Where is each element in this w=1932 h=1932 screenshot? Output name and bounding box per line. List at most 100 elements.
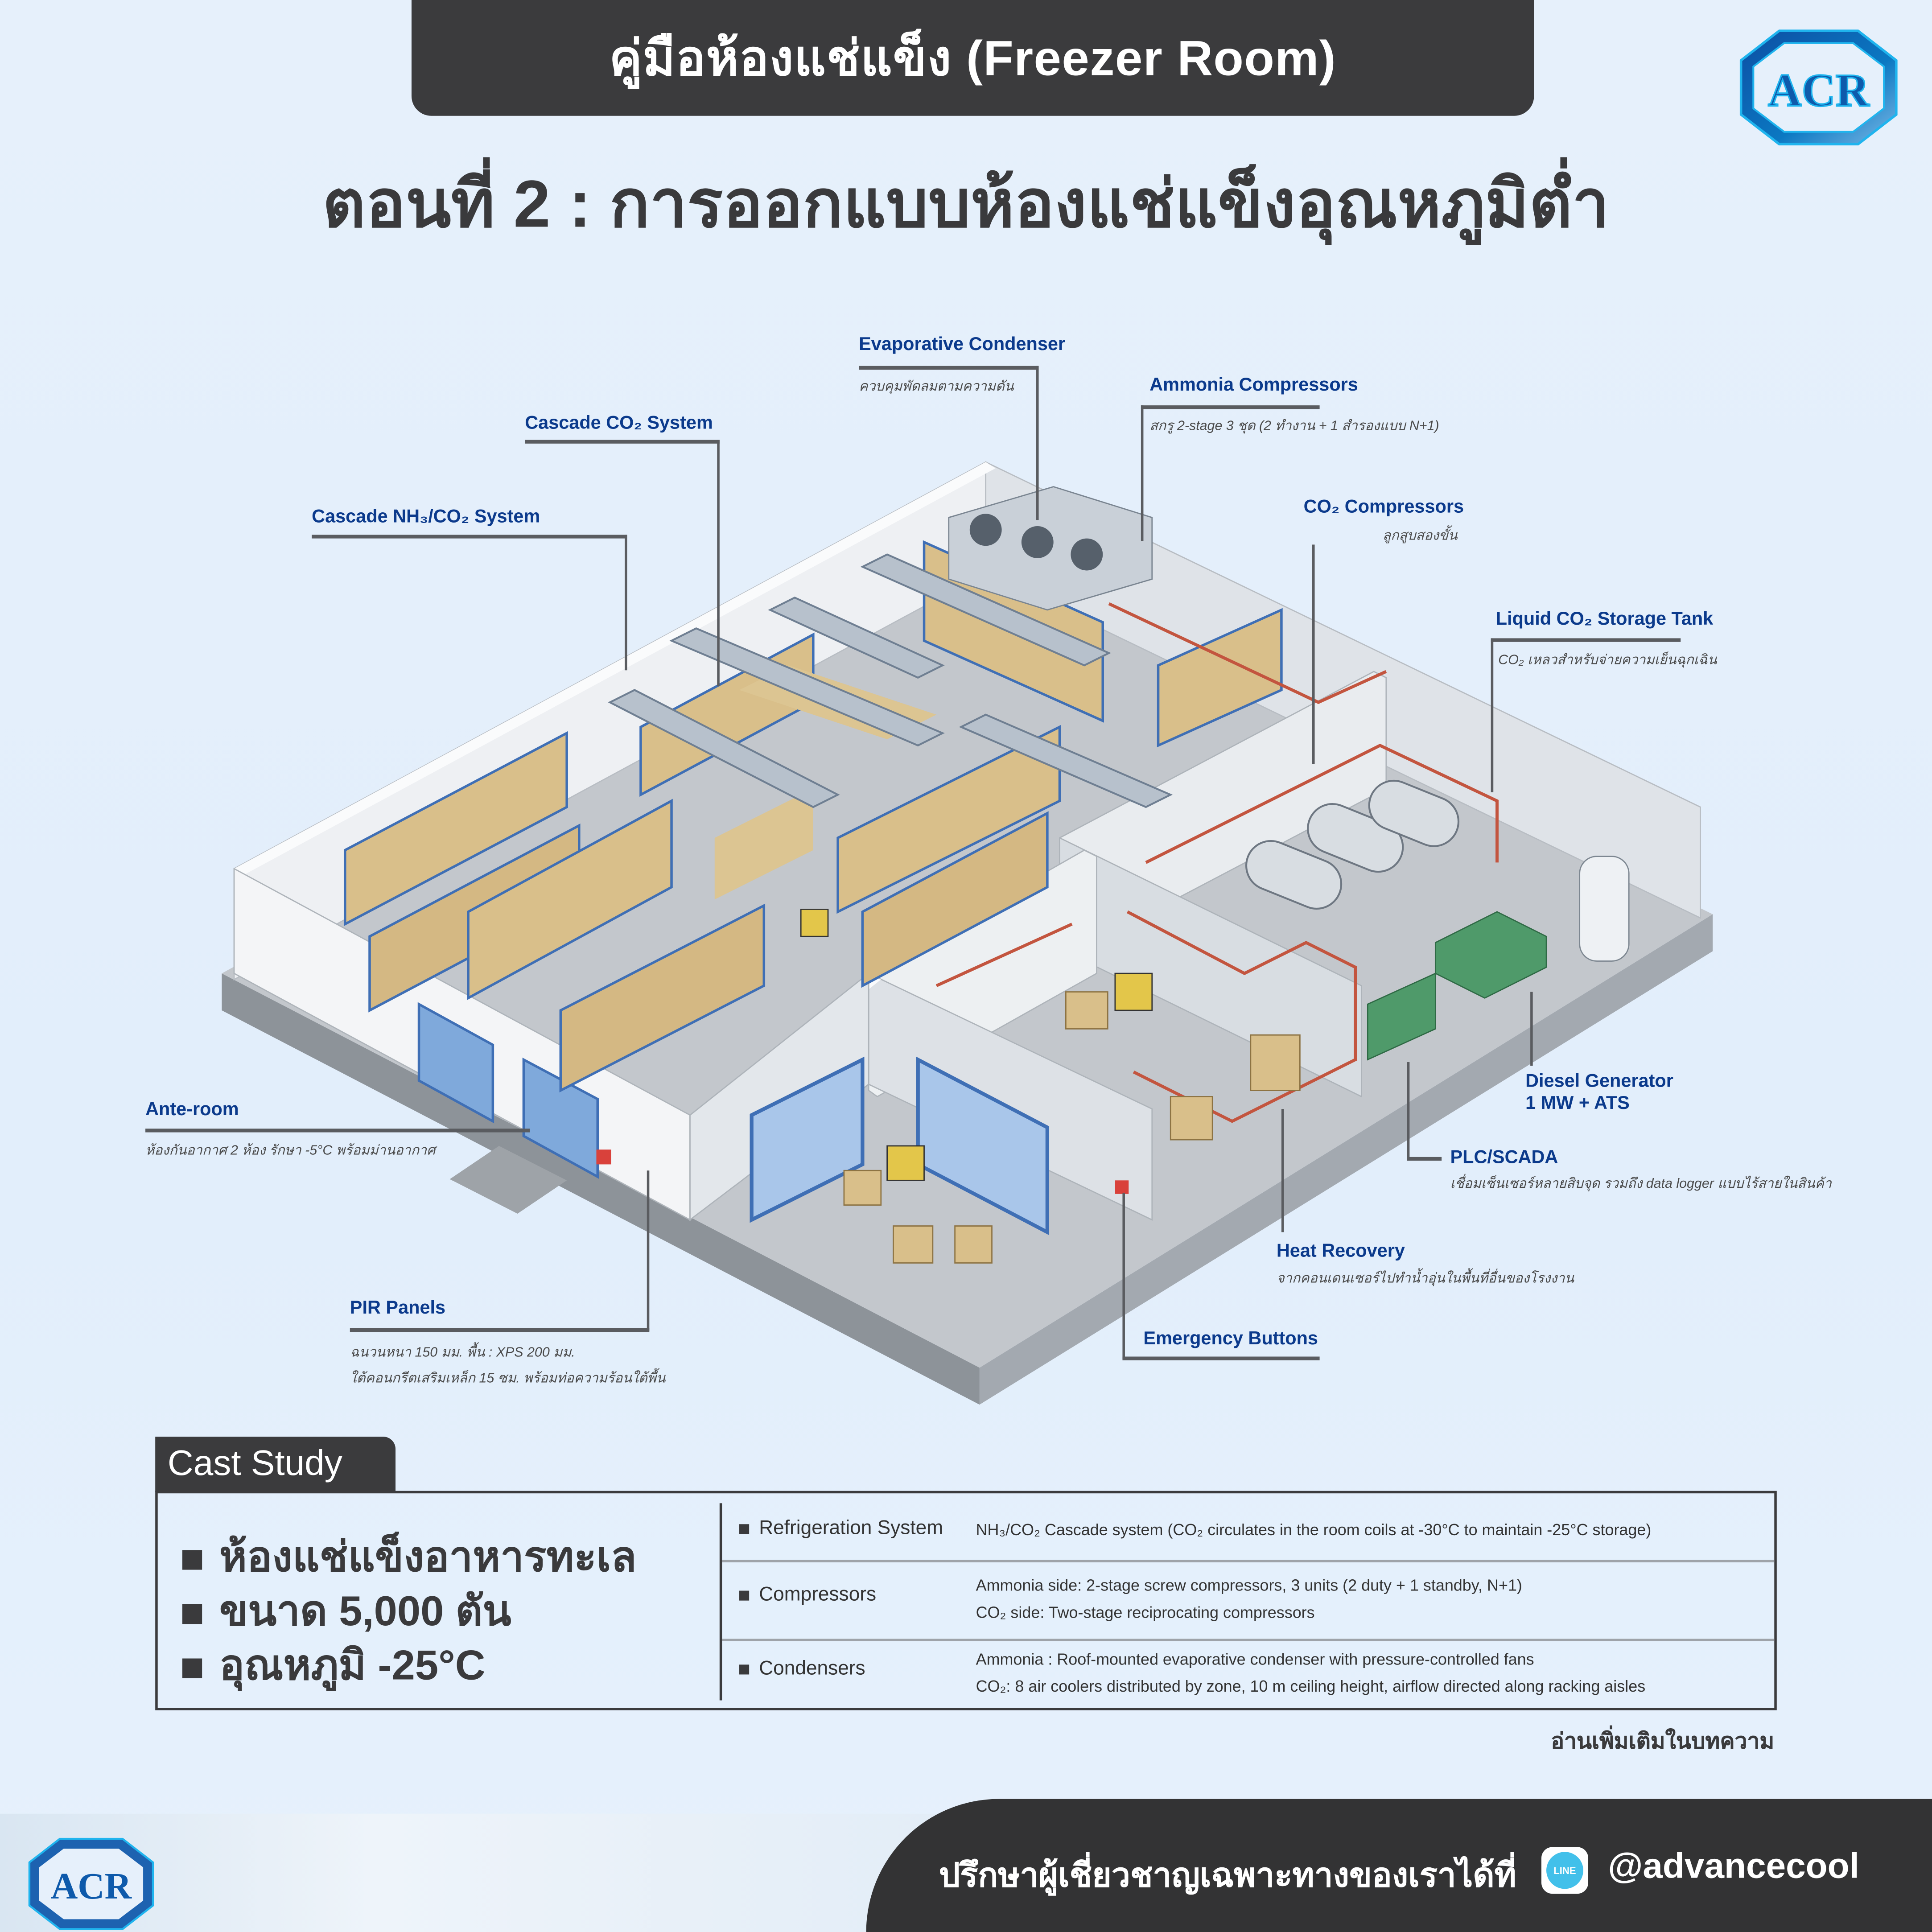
callout-cascade-co2-title: Cascade CO₂ System <box>525 412 713 434</box>
callout-ante-room-desc: ห้องกันอากาศ 2 ห้อง รักษา -5°C พร้อมม่าน… <box>145 1143 436 1158</box>
spec-label: Refrigeration System <box>739 1518 943 1540</box>
callout-emergency-buttons-title: Emergency Buttons <box>1143 1328 1318 1349</box>
leader-line <box>1491 638 1681 642</box>
leader-line <box>350 1328 650 1332</box>
leader-line <box>1281 1109 1284 1232</box>
ante-room-door <box>417 1002 494 1124</box>
highlight-item: ขนาด 5,000 ตัน <box>182 1577 511 1644</box>
leader-line <box>625 535 627 671</box>
callout-liquid-co2-tank-desc: CO₂ เหลวสำหรับจ่ายความเย็นฉุกเฉิน <box>1498 653 1717 668</box>
leader-line <box>1122 1192 1125 1359</box>
acr-logo: ACR <box>1739 29 1898 146</box>
loading-ramp <box>449 1145 567 1214</box>
leader-line <box>1491 638 1493 792</box>
evaporative-condenser <box>948 486 1153 611</box>
column-divider <box>719 1503 721 1701</box>
spec-label-text: Refrigeration System <box>759 1518 943 1539</box>
footer-banner <box>866 1799 1932 1932</box>
callout-pir-panels-desc-1: ฉนวนหนา 150 มม. พื้น : XPS 200 มม. <box>350 1345 575 1360</box>
highlight-text: ขนาด 5,000 ตัน <box>219 1588 511 1635</box>
dock-door <box>750 1056 865 1223</box>
forklifts <box>800 909 1153 1181</box>
spec-value: Ammonia side: 2-stage screw compressors,… <box>976 1576 1522 1594</box>
callout-heat-recovery-title: Heat Recovery <box>1276 1240 1405 1262</box>
partition-walls <box>868 671 1387 1221</box>
leader-line <box>1036 366 1038 520</box>
footer-photo: ACR <box>0 1813 937 1932</box>
pipes <box>935 602 1499 1123</box>
diesel-generator <box>1367 911 1547 1061</box>
freezer-room-illustration <box>222 461 1713 1405</box>
compressors <box>1245 779 1460 910</box>
leader-line <box>145 1129 530 1133</box>
leader-line <box>1530 992 1532 1066</box>
fan-icon <box>1071 538 1103 571</box>
line-badge-label: LINE <box>1546 1852 1583 1889</box>
fan-icon <box>1021 526 1054 558</box>
pallets <box>843 991 1301 1264</box>
leader-line <box>859 366 1039 370</box>
bullet-icon <box>182 1658 202 1678</box>
callout-cascade-nh3-co2-title: Cascade NH₃/CO₂ System <box>312 506 540 527</box>
leader-line <box>312 535 627 539</box>
callout-evaporative-condenser-title: Evaporative Condenser <box>859 334 1066 355</box>
callout-ammonia-compressors-desc: สกรู 2-stage 3 ชุด (2 ทำงาน + 1 สำรองแบบ… <box>1149 419 1439 434</box>
callout-evaporative-condenser-desc: ควบคุมพัดลมตามความดัน <box>859 379 1014 395</box>
callout-pir-panels-title: PIR Panels <box>350 1297 446 1318</box>
callout-plc-scada-desc: เชื่อมเซ็นเซอร์หลายสิบจุด รวมถึง data lo… <box>1450 1177 1832 1192</box>
callout-ammonia-compressors-title: Ammonia Compressors <box>1149 375 1358 396</box>
spec-value: Ammonia : Roof-mounted evaporative conde… <box>976 1650 1534 1668</box>
leader-line <box>525 440 720 444</box>
dock-door <box>916 1056 1050 1236</box>
callout-diesel-generator-title: Diesel Generator <box>1525 1071 1673 1092</box>
callout-ante-room-title: Ante-room <box>145 1099 239 1120</box>
leader-line <box>1407 1062 1409 1161</box>
highlight-item: ห้องแช่แข็งอาหารทะเล <box>182 1523 637 1590</box>
co2-storage-tank <box>1579 856 1630 962</box>
leader-line <box>1407 1157 1442 1161</box>
footer-acr-logo: ACR <box>28 1837 154 1930</box>
spec-label: Condensers <box>739 1659 865 1681</box>
highlight-item: อุณหภูมิ -25°C <box>182 1631 486 1698</box>
callout-heat-recovery-desc: จากคอนเดนเซอร์ไปทำน้ำอุ่นในพื้นที่อื่นขอ… <box>1276 1271 1574 1286</box>
logo-text: ACR <box>1768 64 1870 116</box>
callout-co2-compressors-title: CO₂ Compressors <box>1303 496 1464 518</box>
page-title: คู่มือห้องแช่แข็ง (Freezer Room) <box>609 32 1337 87</box>
ante-room-door <box>522 1057 599 1179</box>
title-bar: คู่มือห้องแช่แข็ง (Freezer Room) <box>411 0 1534 116</box>
leader-line <box>717 440 719 687</box>
spec-label-text: Condensers <box>759 1658 865 1680</box>
highlight-text: อุณหภูมิ -25°C <box>219 1642 486 1689</box>
footer-cta: ปรึกษาผู้เชี่ยวชาญเฉพาะทางของเราได้ที่ <box>939 1857 1516 1894</box>
footer-logo-text: ACR <box>51 1866 132 1907</box>
leader-line <box>1141 405 1320 409</box>
row-divider <box>722 1639 1775 1641</box>
page-subtitle: ตอนที่ 2 : การออกแบบห้องแช่แข็งอุณหภูมิต… <box>322 167 1610 242</box>
callout-diesel-generator-rating: 1 MW + ATS <box>1525 1093 1630 1114</box>
spec-label: Compressors <box>739 1585 876 1607</box>
bullet-icon <box>182 1604 202 1624</box>
leader-line <box>1122 1356 1320 1360</box>
line-handle-link[interactable]: @advancecool <box>1608 1847 1859 1887</box>
read-more-link[interactable]: อ่านเพิ่มเติมในบทความ <box>1551 1729 1775 1754</box>
front-walls <box>233 867 1129 1236</box>
highlight-text: ห้องแช่แข็งอาหารทะเล <box>219 1534 637 1581</box>
callout-co2-compressors-desc: ลูกสูบสองขั้น <box>1382 528 1458 544</box>
emergency-button-icon <box>1115 1180 1129 1194</box>
callout-plc-scada-title: PLC/SCADA <box>1450 1147 1558 1168</box>
line-icon[interactable]: LINE <box>1541 1847 1589 1894</box>
bullet-icon <box>739 1524 750 1534</box>
emergency-button-icon <box>596 1149 611 1165</box>
spec-value: CO₂: 8 air coolers distributed by zone, … <box>976 1677 1646 1696</box>
callout-pir-panels-desc-2: ใต้คอนกรีตเสริมเหล็ก 15 ซม. พร้อมท่อความ… <box>350 1371 666 1386</box>
bullet-icon <box>739 1590 750 1600</box>
row-divider <box>722 1560 1775 1562</box>
spec-value: CO₂ side: Two-stage reciprocating compre… <box>976 1603 1315 1622</box>
fan-icon <box>969 514 1002 546</box>
bullet-icon <box>182 1550 202 1570</box>
leader-line <box>647 1170 649 1331</box>
bullet-icon <box>739 1664 750 1674</box>
leader-line <box>1312 544 1314 764</box>
air-coolers <box>608 553 1173 808</box>
